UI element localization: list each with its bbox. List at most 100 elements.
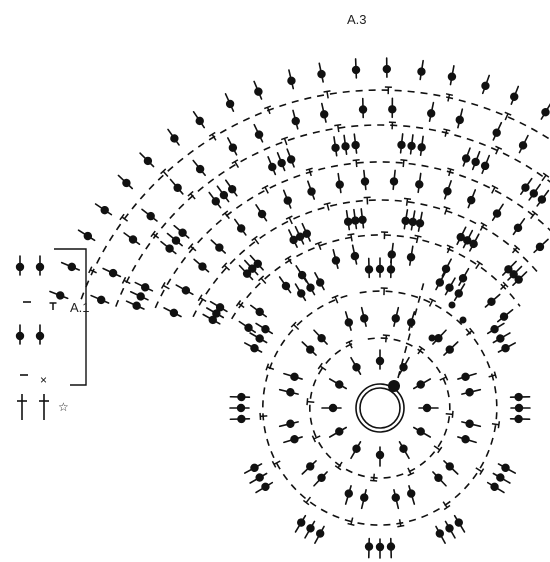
tee-bar bbox=[334, 465, 342, 471]
fan-row-stitch bbox=[141, 208, 158, 222]
stitch-dot bbox=[465, 419, 474, 428]
fan-row-stitch bbox=[481, 74, 491, 95]
fan-row-stitch bbox=[351, 208, 360, 230]
tee-bar bbox=[251, 235, 258, 242]
fan-row-stitch bbox=[343, 210, 353, 231]
stitch-dot bbox=[306, 345, 315, 354]
tee-stem bbox=[398, 519, 402, 527]
chain-tee bbox=[445, 410, 454, 418]
round5-stitch bbox=[497, 342, 516, 353]
chain-tee bbox=[323, 90, 331, 99]
chain-tee bbox=[491, 421, 501, 429]
stitch-dot bbox=[501, 343, 510, 353]
stitch-dot bbox=[297, 289, 306, 298]
chain-tee bbox=[400, 159, 408, 168]
fan-row-stitch bbox=[169, 178, 184, 195]
tee-stem bbox=[407, 467, 412, 475]
stitch-dot bbox=[128, 235, 138, 244]
tee-stem bbox=[475, 467, 483, 473]
chain-tee bbox=[445, 93, 454, 102]
tee-bar bbox=[513, 244, 521, 251]
stitch-dot bbox=[198, 262, 207, 271]
tee-bar bbox=[265, 363, 270, 371]
fan-row-stitch bbox=[238, 320, 256, 334]
stitch-dot bbox=[289, 235, 298, 245]
stitch-dot bbox=[397, 140, 406, 150]
chain-tee bbox=[235, 300, 245, 309]
tee-stem bbox=[121, 216, 129, 222]
tee-stem bbox=[319, 365, 327, 371]
stitch-dot bbox=[255, 473, 264, 482]
tee-stem bbox=[500, 284, 507, 291]
fan-row-stitch bbox=[175, 284, 194, 296]
stitch-dot bbox=[401, 216, 410, 225]
fan-row-stitch bbox=[520, 177, 533, 195]
tee-bar bbox=[418, 345, 426, 351]
legend-stitch bbox=[35, 255, 45, 276]
chain-tee bbox=[119, 213, 129, 222]
tee-bar bbox=[504, 111, 512, 116]
tee-bar bbox=[323, 202, 331, 206]
stitch-dot bbox=[360, 314, 369, 323]
stitch-dot bbox=[250, 463, 259, 473]
stitch-dot bbox=[358, 215, 367, 224]
round5-stitch bbox=[255, 322, 274, 335]
fan-row-stitch bbox=[173, 224, 190, 239]
round5-stitch bbox=[492, 332, 511, 344]
tee-stem bbox=[223, 264, 231, 271]
fan-row-stitch bbox=[492, 121, 503, 141]
chain-tee bbox=[314, 241, 322, 251]
stitch-dot bbox=[261, 325, 270, 334]
stitch-dot bbox=[350, 251, 360, 261]
stitch-dot bbox=[514, 403, 524, 413]
round1-stitch bbox=[350, 441, 362, 460]
fan-row-stitch bbox=[471, 150, 481, 171]
tee-stem bbox=[260, 277, 267, 284]
tee-bar bbox=[443, 373, 449, 381]
tee-stem bbox=[405, 198, 409, 206]
tee-bar bbox=[443, 504, 451, 511]
tee-stem bbox=[238, 302, 245, 309]
stitch-dot bbox=[306, 283, 315, 292]
round5-stitch bbox=[375, 538, 385, 559]
tee-bar bbox=[542, 172, 550, 178]
round3-stitch bbox=[407, 311, 416, 331]
fan-row-stitch bbox=[249, 254, 264, 271]
stitch-dot bbox=[382, 64, 392, 74]
stitch-dot bbox=[490, 325, 499, 334]
stitch-dot bbox=[399, 444, 408, 453]
tee-stem bbox=[334, 296, 339, 304]
chain-tee bbox=[388, 121, 396, 130]
round5-stitch bbox=[294, 283, 307, 302]
stitch-dot bbox=[406, 252, 416, 262]
fan-row-stitch bbox=[282, 189, 292, 209]
stitch-dot bbox=[514, 414, 523, 424]
chain-tee bbox=[306, 398, 315, 406]
round1-stitch bbox=[328, 426, 347, 438]
round3-stitch bbox=[461, 419, 482, 428]
round1-stitch bbox=[328, 378, 347, 390]
fan-row-stitch bbox=[192, 110, 206, 129]
tee-bar bbox=[317, 362, 323, 370]
round3-stitch bbox=[443, 341, 459, 356]
stitch-dot bbox=[331, 256, 341, 265]
chain-tee bbox=[363, 196, 371, 205]
fan-row-stitch bbox=[224, 93, 235, 112]
fan-row-stitch bbox=[295, 265, 308, 283]
stitch-dot bbox=[415, 219, 425, 228]
chain-tee bbox=[397, 519, 405, 528]
tee-bar bbox=[407, 471, 415, 477]
chain-tee bbox=[443, 206, 451, 215]
fan-row-stitch bbox=[286, 148, 296, 168]
chain-tee bbox=[160, 168, 169, 177]
chain-tee bbox=[160, 282, 170, 290]
round5-stitch bbox=[510, 403, 531, 413]
fan-row-stitch bbox=[461, 147, 471, 167]
stitch-dot bbox=[295, 232, 305, 241]
round3-stitch bbox=[432, 329, 447, 345]
fan-row-stitch bbox=[533, 238, 549, 254]
tee-stem bbox=[446, 246, 451, 254]
chain-tee bbox=[311, 435, 321, 443]
chain-tee bbox=[334, 461, 343, 471]
tee-bar bbox=[414, 234, 422, 238]
